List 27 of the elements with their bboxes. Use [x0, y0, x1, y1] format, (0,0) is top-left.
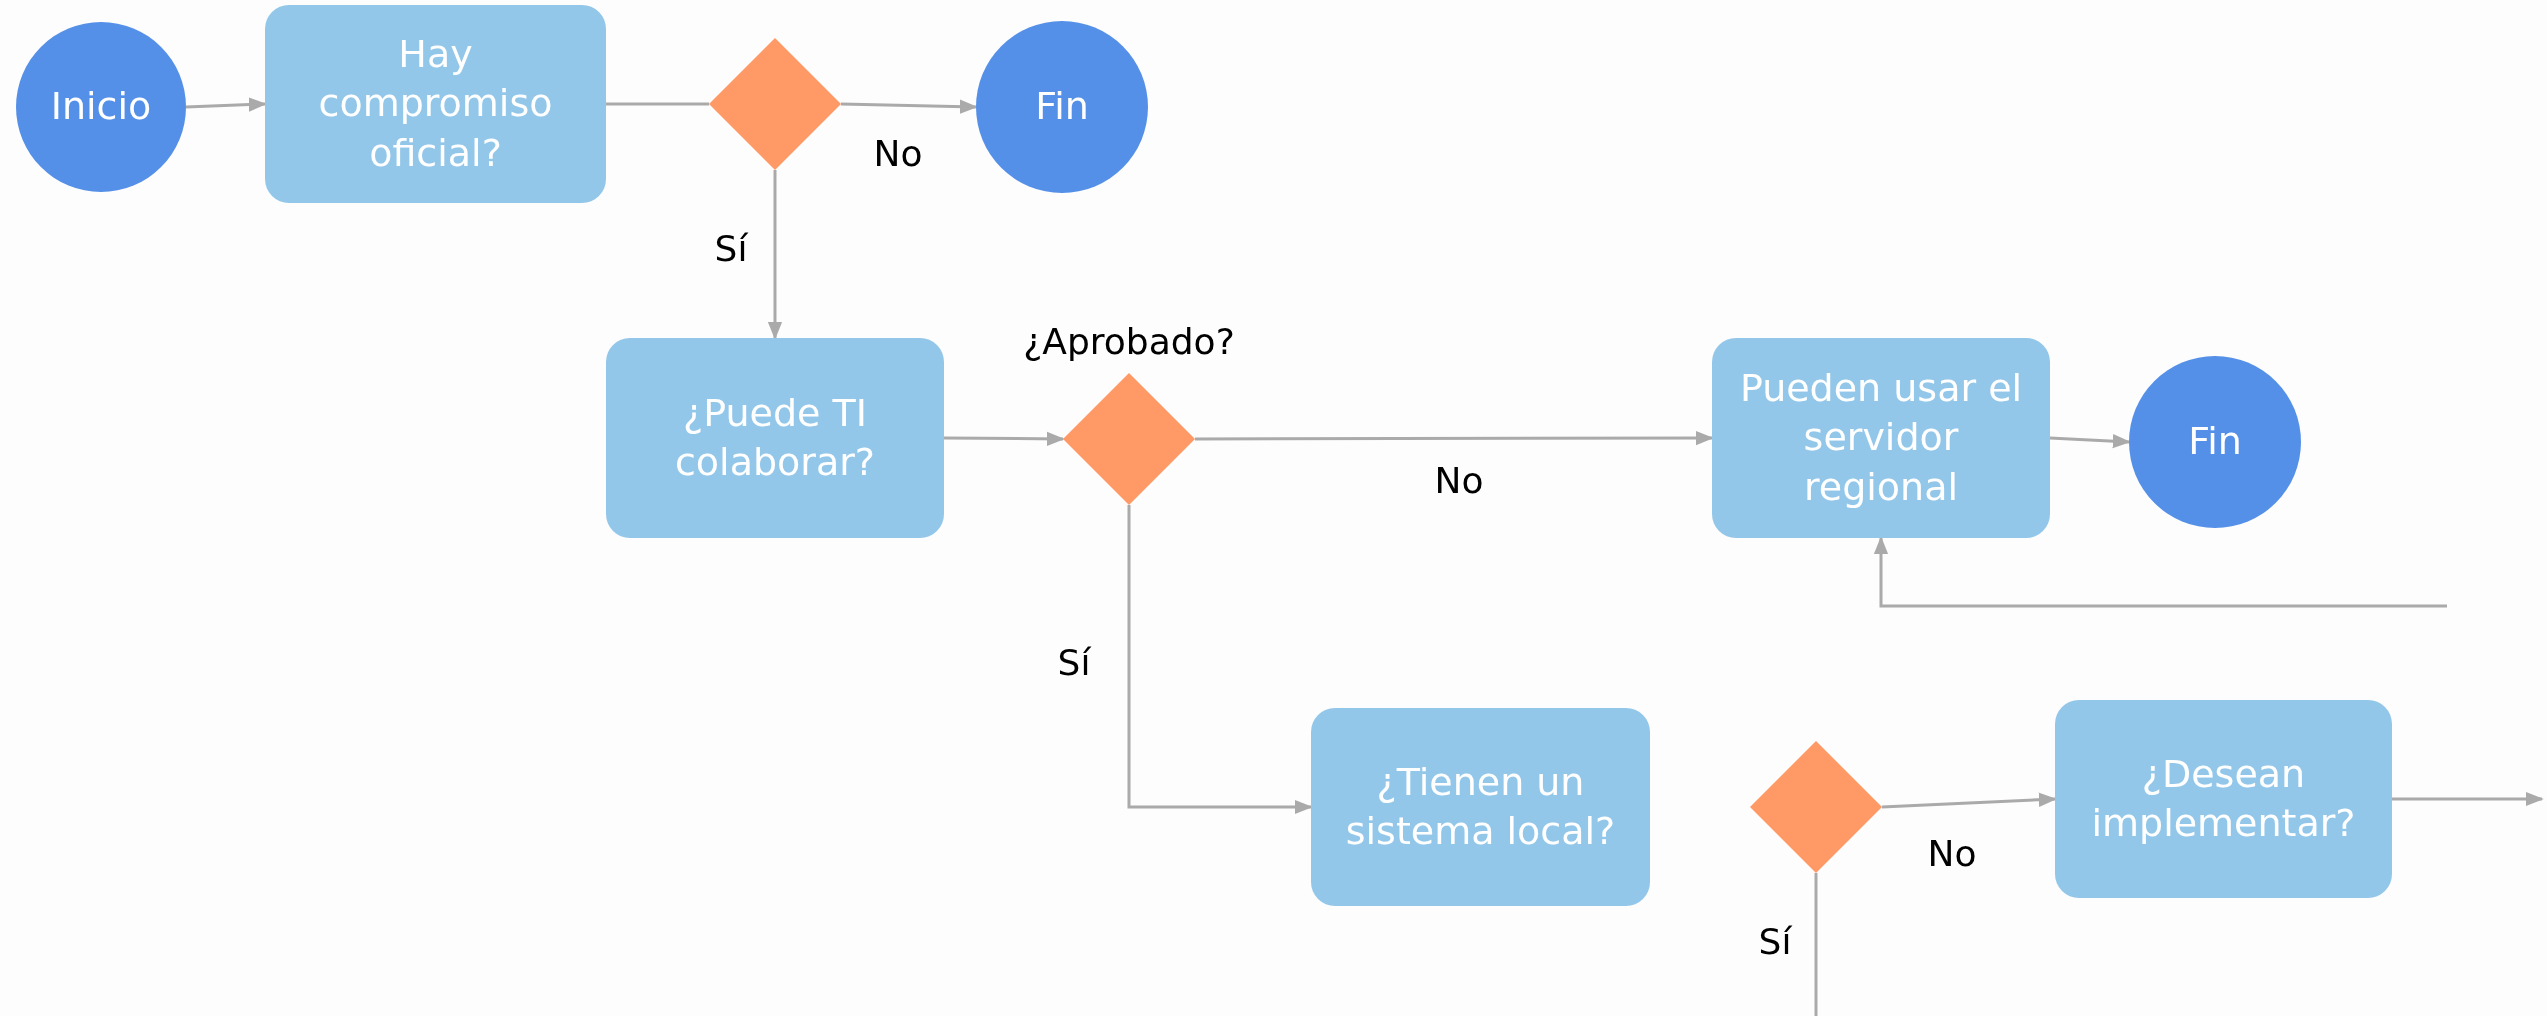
node-label: Fin — [1035, 83, 1089, 131]
node-label: Hay compromiso oficial? — [317, 30, 554, 177]
process-box — [1311, 708, 1650, 906]
node-label: Fin — [2188, 418, 2242, 466]
connector-arrow — [1127, 505, 1313, 815]
node-label: ¿Desean implementar? — [2090, 750, 2357, 847]
connector-arrow — [767, 170, 783, 340]
connector-arrow — [2392, 791, 2544, 807]
connector-arrow — [185, 97, 267, 112]
process-box — [606, 338, 944, 538]
connector-arrow — [1195, 430, 1714, 446]
connector-arrow — [1881, 792, 2057, 809]
connector-arrow — [2049, 434, 2131, 449]
decision-diamond — [1063, 373, 1195, 505]
node-label: Inicio — [50, 83, 152, 131]
decision-caption: ¿Aprobado? — [1023, 320, 1235, 364]
node-label: Pueden usar el servidor regional — [1738, 364, 2024, 511]
process-box — [1712, 338, 2050, 538]
process-box — [265, 5, 606, 203]
node-label: ¿Tienen un sistema local? — [1344, 758, 1617, 855]
decision-diamond — [709, 38, 841, 170]
connector-arrow — [840, 99, 978, 114]
decision-diamond — [1750, 741, 1882, 873]
process-box — [2055, 700, 2392, 898]
node-label: ¿Puede TI colaborar? — [673, 389, 877, 486]
connector-arrow — [1873, 536, 2447, 608]
connector-arrow — [944, 431, 1065, 447]
